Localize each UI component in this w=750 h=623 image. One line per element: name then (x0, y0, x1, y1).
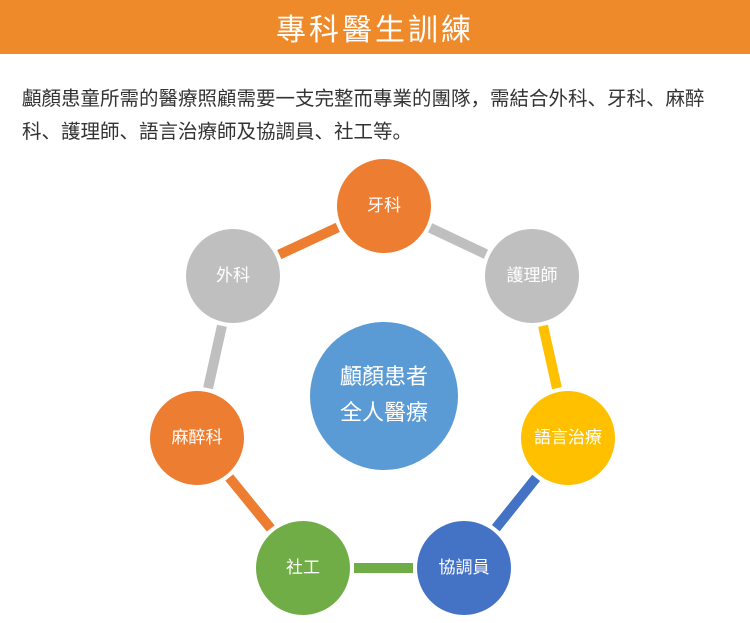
connector-anesthesiology-to-surgery (203, 324, 227, 390)
node-circle-nurse (485, 229, 579, 323)
node-circle-anesthesiology (150, 391, 244, 485)
connector-nurse-to-speech-therapy (538, 324, 562, 390)
node-label-social-worker: 社工 (286, 558, 320, 578)
page-title: 專科醫生訓練 (276, 13, 474, 48)
node-label-dentistry: 牙科 (367, 196, 401, 216)
node-circle-dentistry (337, 159, 431, 253)
center-label-line2: 全人醫療 (339, 401, 428, 426)
connector-surgery-to-dentistry (277, 222, 340, 260)
connector-speech-therapy-to-coordinator (491, 474, 541, 532)
node-label-speech-therapy: 語言治療 (534, 428, 602, 448)
intro-paragraph: 顱顏患童所需的醫療照顧需要一支完整而專業的團隊，需結合外科、牙科、麻醉科、護理師… (22, 87, 705, 143)
node-circle-speech-therapy (521, 391, 615, 485)
node-label-coordinator: 協調員 (438, 558, 490, 578)
node-circle-coordinator (417, 521, 511, 615)
center-label-line1: 顱顏患者 (339, 365, 428, 390)
node-circle-social-worker (256, 521, 350, 615)
node-circle-surgery (186, 229, 280, 323)
cycle-connectors (203, 222, 562, 573)
node-label-surgery: 外科 (216, 266, 250, 286)
cycle-nodes (150, 159, 615, 615)
node-label-nurse: 護理師 (506, 266, 558, 286)
connector-social-worker-to-anesthesiology (225, 474, 275, 532)
header-bar: 專科醫生訓練 (0, 0, 750, 54)
center-circle (310, 322, 458, 470)
node-label-anesthesiology: 麻醉科 (171, 428, 223, 448)
center-label: 顱顏患者 全人醫療 (310, 356, 458, 436)
connector-dentistry-to-nurse (427, 223, 489, 259)
